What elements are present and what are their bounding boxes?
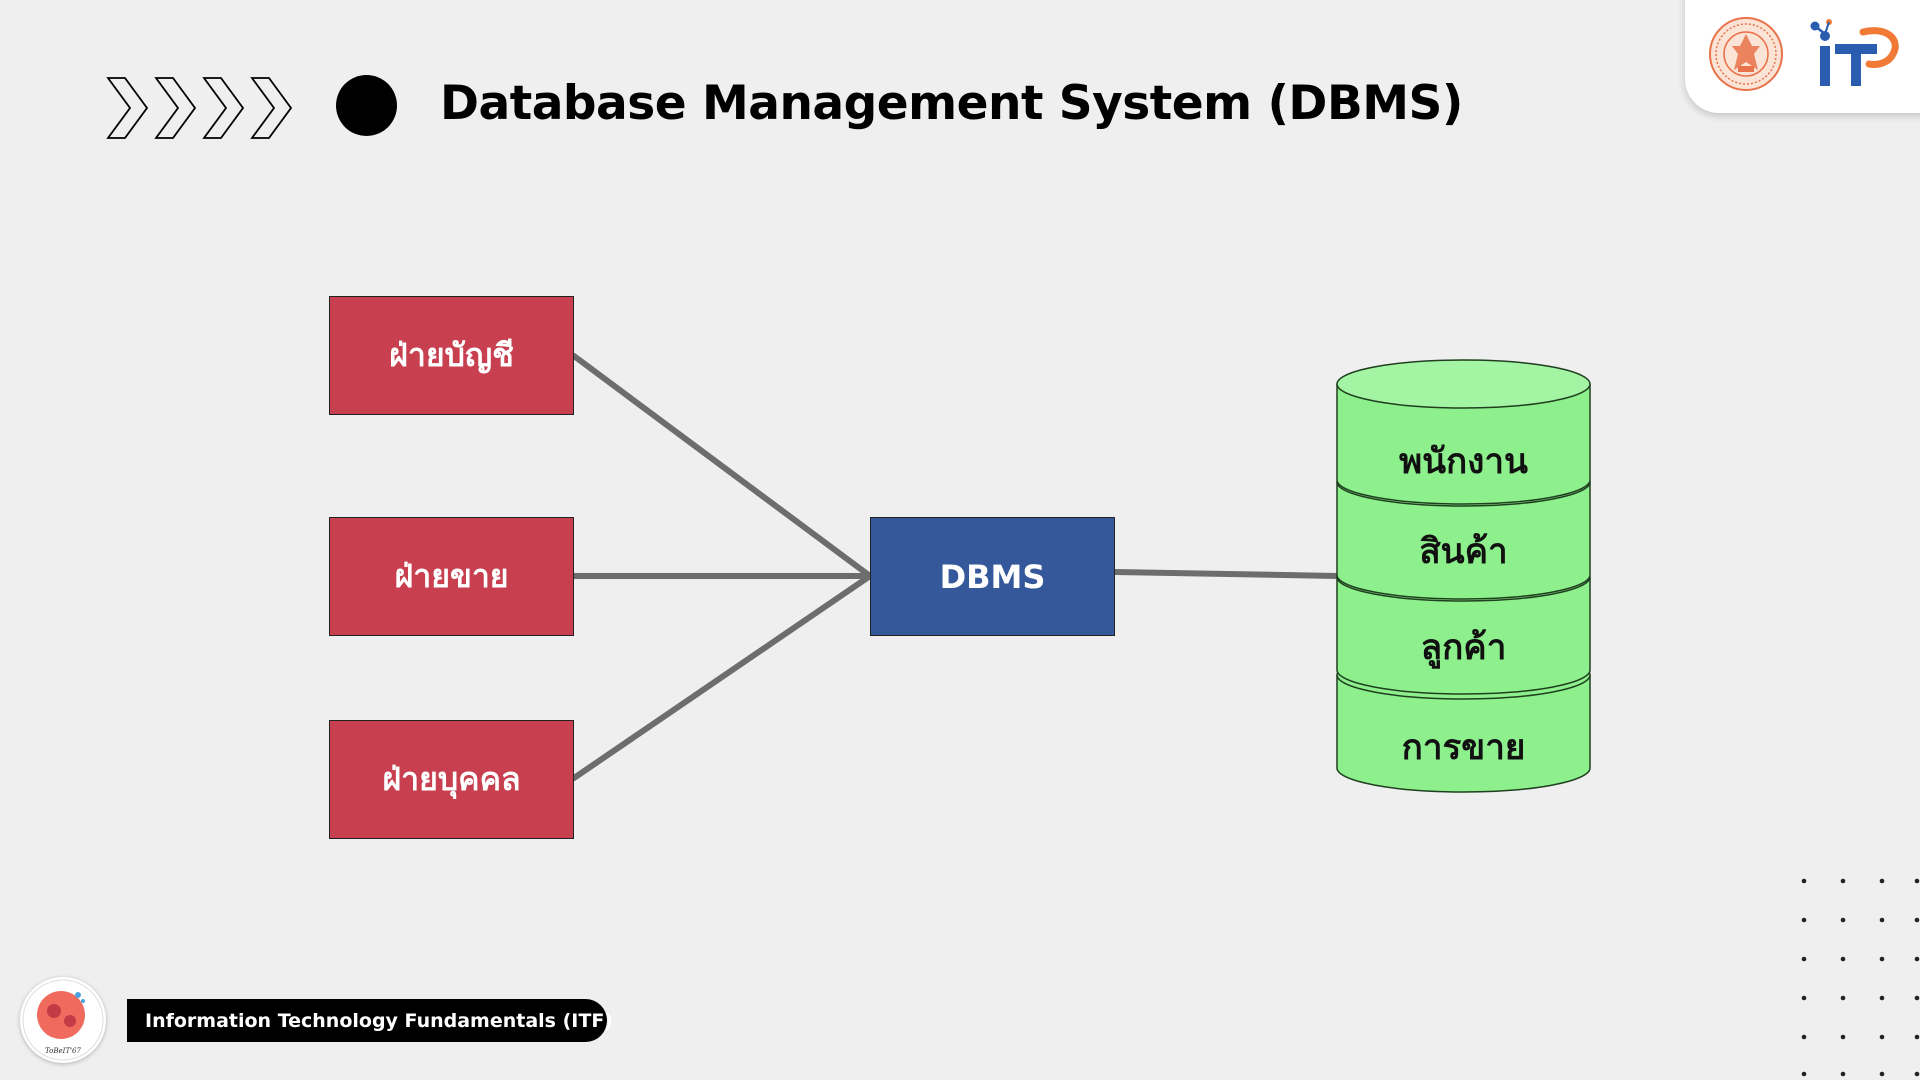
db-table-customers: ลูกค้า	[1420, 628, 1507, 668]
dot-grid-decoration	[1801, 878, 1920, 1077]
course-footer-label: Information Technology Fundamentals (ITF…	[127, 999, 613, 1042]
department-hr: ฝ่ายบุคคล	[329, 720, 574, 839]
connector-hr-dbms	[571, 573, 873, 781]
university-seal-icon	[1709, 17, 1783, 91]
mascot-avatar: ToBeIT'67	[20, 977, 106, 1063]
department-hr-label: ฝ่ายบุคคล	[382, 760, 521, 798]
db-table-sales: การขาย	[1401, 728, 1526, 768]
mascot-avatar-icon: ToBeIT'67	[22, 979, 104, 1061]
department-sales-label: ฝ่ายขาย	[394, 557, 509, 595]
department-accounting: ฝ่ายบัญชี	[329, 296, 574, 415]
connector-accounting-dbms	[571, 353, 873, 579]
department-sales: ฝ่ายขาย	[329, 517, 574, 636]
connector-dbms-database	[1112, 569, 1340, 579]
chevron-arrows-icon	[106, 77, 293, 139]
dbms-box: DBMS	[870, 517, 1115, 636]
dbms-label: DBMS	[939, 557, 1046, 596]
title-bullet	[336, 75, 397, 136]
slide-title: Database Management System (DBMS)	[440, 76, 1463, 131]
db-table-products: สินค้า	[1419, 532, 1508, 572]
db-table-employees: พนักงาน	[1399, 442, 1528, 482]
it-logo-icon	[1810, 19, 1899, 86]
department-accounting-label: ฝ่ายบัญชี	[389, 336, 514, 374]
svg-text:ToBeIT'67: ToBeIT'67	[45, 1047, 81, 1055]
